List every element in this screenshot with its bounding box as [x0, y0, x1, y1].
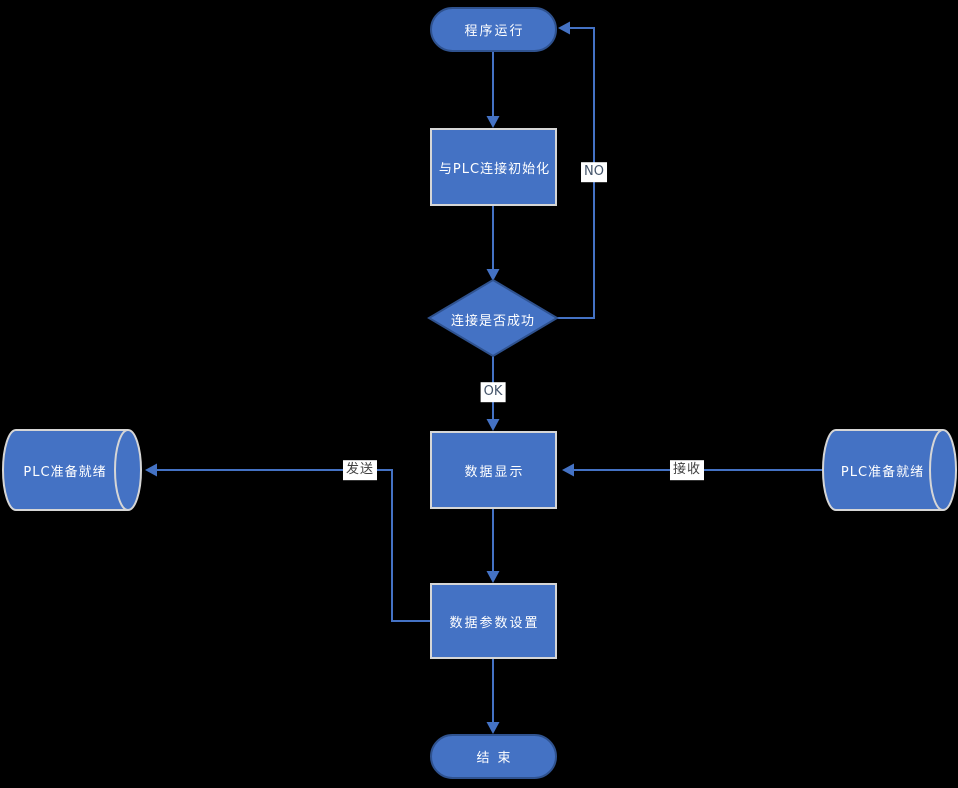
- arrowhead-left-icon: [145, 463, 157, 477]
- arrowhead-left-icon: [562, 463, 574, 477]
- node-end: 结束: [430, 734, 557, 779]
- node-end-label: 结束: [476, 751, 519, 766]
- arrowhead-down-icon: [486, 269, 500, 281]
- arrowhead-down-icon: [486, 116, 500, 128]
- node-plcright-shape: [821, 429, 958, 511]
- edge-init-to-decision: [486, 206, 500, 281]
- arrowhead-down-icon: [486, 571, 500, 583]
- node-init-label: 与PLC连接初始化: [438, 161, 551, 177]
- edge-label-ok: OK: [480, 382, 506, 402]
- arrowhead-down-icon: [486, 722, 500, 734]
- node-start: 程序运行: [430, 7, 557, 52]
- edge-label-no: NO: [581, 162, 607, 182]
- edge-start-to-init: [486, 52, 500, 128]
- arrowhead-down-icon: [486, 419, 500, 431]
- node-plcleft-shape: [1, 429, 143, 511]
- node-display: 数据显示: [430, 431, 557, 509]
- node-start-label: 程序运行: [464, 24, 525, 39]
- node-decision-shape: [427, 278, 559, 358]
- node-params: 数据参数设置: [430, 583, 557, 659]
- node-display-label: 数据显示: [464, 464, 525, 480]
- node-init: 与PLC连接初始化: [430, 128, 557, 206]
- edge-display-to-params: [486, 509, 500, 583]
- node-params-label: 数据参数设置: [449, 615, 540, 631]
- edge-label-send: 发送: [342, 460, 378, 480]
- edge-params-to-plcleft: [145, 463, 430, 622]
- edge-label-receive: 接收: [669, 460, 705, 480]
- arrowhead-left-icon: [558, 21, 570, 35]
- edge-params-to-end: [486, 659, 500, 734]
